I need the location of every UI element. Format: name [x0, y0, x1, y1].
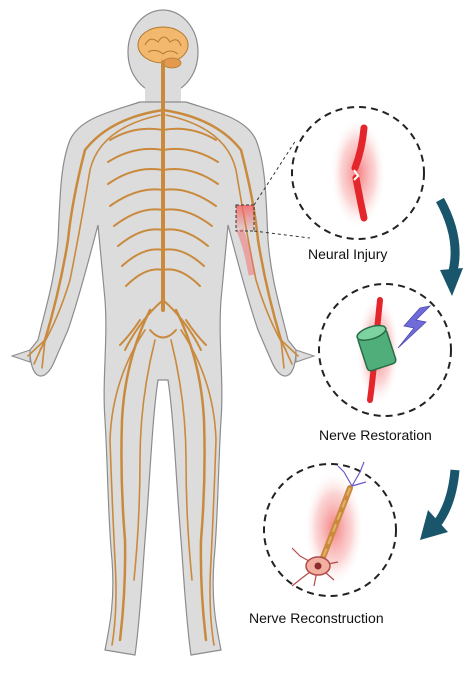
neural-injury-circle — [292, 107, 424, 239]
progress-arrow-2 — [420, 470, 455, 540]
nerve-reconstruction-circle — [264, 462, 396, 596]
label-neural-injury: Neural Injury — [308, 246, 387, 262]
label-nerve-restoration: Nerve Restoration — [319, 427, 432, 443]
label-nerve-reconstruction: Nerve Reconstruction — [249, 610, 384, 626]
nerve-restoration-circle — [319, 284, 451, 416]
progress-arrow-1 — [440, 200, 463, 296]
injury-site-marker — [236, 205, 254, 231]
